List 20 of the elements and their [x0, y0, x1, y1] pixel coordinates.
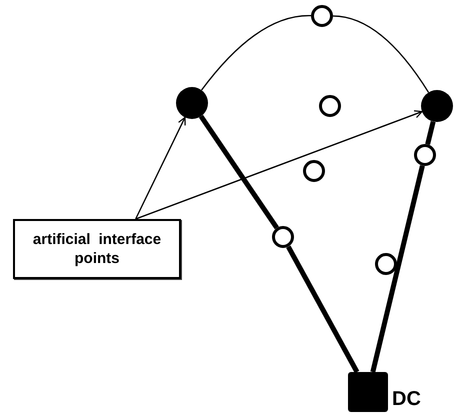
leader-arrow [135, 110, 423, 220]
thick-line [425, 120, 436, 145]
leader-arrow [135, 116, 186, 220]
open-circle [375, 253, 397, 275]
callout-text: artificial interface points [32, 230, 162, 268]
filled-circle [176, 87, 208, 119]
open-circle [303, 160, 325, 182]
curve-line [201, 15, 312, 91]
thick-line [370, 165, 425, 373]
open-circle [272, 226, 294, 248]
open-circle [311, 5, 333, 27]
node-caption: DC [392, 388, 421, 411]
open-circle [414, 144, 436, 166]
curve-line [332, 15, 430, 93]
filled-square [348, 372, 388, 412]
filled-circle [421, 90, 453, 122]
open-circle [319, 95, 341, 117]
thick-line [286, 245, 360, 374]
thick-line [198, 114, 279, 230]
label-box [13, 219, 181, 279]
